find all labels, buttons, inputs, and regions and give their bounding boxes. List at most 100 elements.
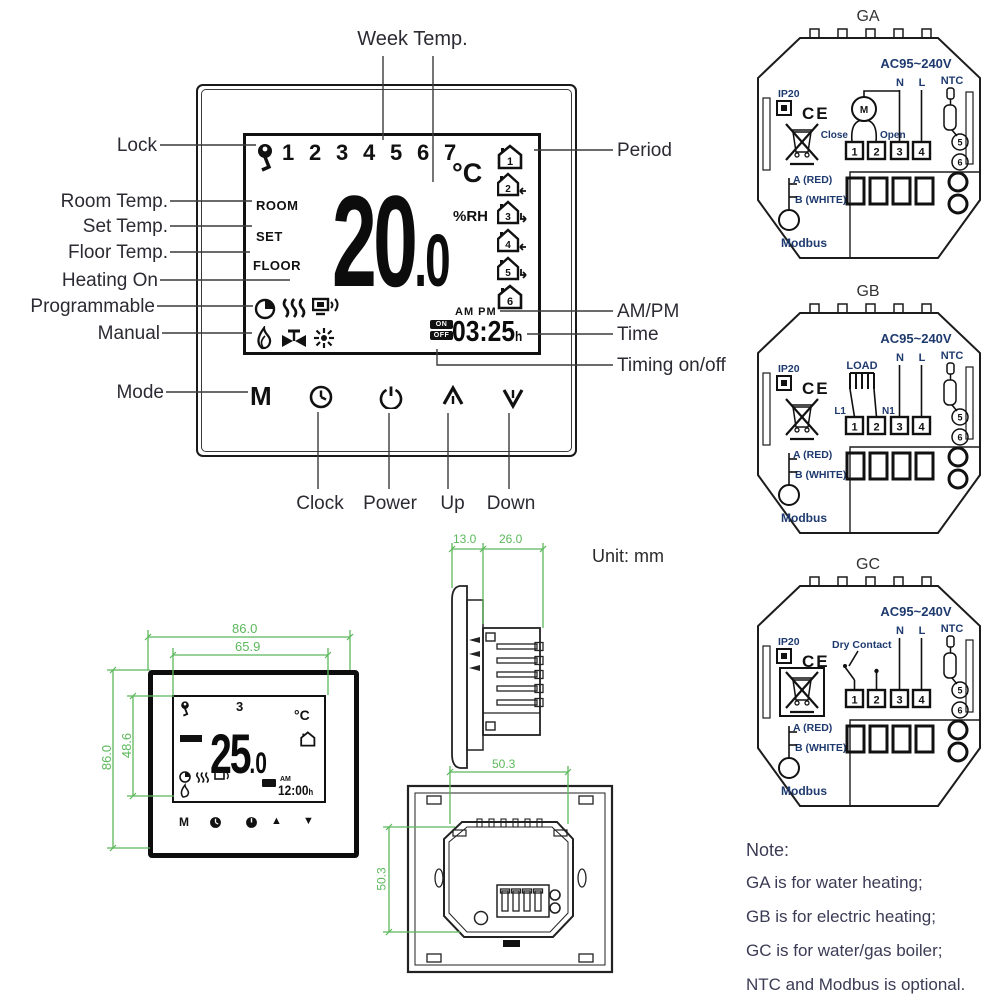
- dim-front-height: 86.0: [99, 744, 115, 771]
- small-time: 12:00h: [278, 782, 314, 798]
- day-4: 4: [363, 140, 376, 165]
- floor-indicator: FLOOR: [253, 258, 301, 273]
- gc-b-white: B (WHITE): [795, 742, 846, 754]
- back-view-drawing: [406, 784, 614, 974]
- gb-a-red: A (RED): [793, 449, 832, 461]
- svg-text:4: 4: [918, 422, 925, 434]
- ga-ip20: IP20: [778, 88, 800, 100]
- day-3: 3: [336, 140, 349, 165]
- label-mode: Mode: [116, 382, 164, 403]
- svg-text:L: L: [919, 625, 926, 637]
- gc-modbus-label: Modbus: [781, 784, 827, 798]
- svg-text:5: 5: [957, 686, 962, 696]
- small-temperature-readout: 25.0: [210, 721, 267, 785]
- gb-voltage: AC95~240V: [880, 331, 952, 346]
- small-day: 3: [236, 699, 244, 714]
- svg-text:N: N: [896, 625, 904, 637]
- svg-text:5: 5: [957, 413, 962, 423]
- svg-text:4: 4: [918, 695, 925, 707]
- down-button: [502, 389, 524, 409]
- valve-icon: [282, 329, 306, 347]
- up-button: [442, 385, 464, 405]
- temperature-integer: 20: [332, 167, 418, 314]
- day-7: 7: [444, 140, 457, 165]
- small-status-icons: [179, 771, 229, 798]
- time-readout: 03:25h: [452, 316, 523, 348]
- clock-button: [309, 385, 333, 409]
- on-indicator: ON: [430, 320, 453, 329]
- label-manual: Manual: [97, 323, 160, 344]
- svg-text:N: N: [896, 352, 904, 364]
- svg-text:1: 1: [507, 156, 513, 168]
- small-up-button: ▲: [271, 815, 282, 827]
- wiring-diagram-gb: GB AC95~240V N L NTC LOAD L1: [757, 283, 981, 534]
- note-line-gb: GB is for electric heating;: [746, 907, 936, 926]
- programmable-clock-icon: [254, 298, 276, 320]
- gc-weee-icon: [779, 667, 825, 717]
- gb-modbus-label: Modbus: [781, 511, 827, 525]
- svg-text:3: 3: [896, 422, 902, 434]
- ga-modbus-label: Modbus: [781, 236, 827, 250]
- gb-ip20: IP20: [778, 363, 800, 375]
- gc-dry-contact-label: Dry Contact: [832, 639, 892, 651]
- ga-weee-icon: [785, 123, 819, 166]
- gb-n1-label: N1: [882, 406, 895, 417]
- svg-text:6: 6: [957, 433, 962, 443]
- label-clock: Clock: [296, 493, 344, 514]
- label-down: Down: [486, 493, 536, 514]
- ga-terminal-cover: [845, 171, 969, 215]
- svg-text:L: L: [919, 352, 926, 364]
- label-heating-on: Heating On: [61, 270, 158, 291]
- set-indicator: SET: [256, 229, 283, 244]
- period-1-house-icon: 1: [497, 144, 523, 170]
- temperature-readout: 20.0: [332, 167, 451, 314]
- gb-l1-label: L1: [834, 406, 846, 417]
- label-week-temp: Week Temp.: [357, 28, 468, 50]
- small-am: AM: [280, 776, 291, 783]
- label-am-pm: AM/PM: [617, 301, 680, 322]
- off-indicator: OFF: [430, 331, 453, 340]
- label-power: Power: [363, 493, 417, 514]
- ga-open-label: Open: [880, 130, 906, 141]
- gc-voltage: AC95~240V: [880, 604, 952, 619]
- timing-on-off-indicator: ON OFF: [430, 320, 453, 342]
- device-frame: [201, 89, 572, 452]
- gc-modbus-port: [778, 757, 800, 779]
- period-3-house-icon: 3: [497, 200, 527, 225]
- ga-title: GA: [856, 8, 879, 25]
- ga-a-red: A (RED): [793, 174, 832, 186]
- svg-text:1: 1: [851, 695, 857, 707]
- gb-b-white: B (WHITE): [795, 469, 846, 481]
- period-6-house-icon: 6: [497, 284, 523, 310]
- period-4-house-icon: 4: [497, 228, 526, 253]
- gc-title: GC: [856, 556, 880, 573]
- svg-text:5: 5: [505, 268, 511, 279]
- small-house-icon: [300, 731, 316, 747]
- day-1: 1: [282, 140, 295, 165]
- gc-dry-contact-switch: [844, 650, 878, 690]
- note-line-ntc: NTC and Modbus is optional.: [746, 975, 966, 994]
- gb-ce-mark: CE: [802, 379, 830, 398]
- dim-back-height: 50.3: [374, 867, 389, 891]
- label-time: Time: [617, 324, 659, 345]
- room-indicator: ROOM: [256, 198, 299, 213]
- celsius-unit: °C: [452, 158, 483, 188]
- note-line-ga: GA is for water heating;: [746, 873, 923, 892]
- gc-a-red: A (RED): [793, 722, 832, 734]
- ga-ntc-probe: [943, 87, 958, 137]
- svg-text:3: 3: [505, 212, 511, 223]
- power-button: [379, 386, 403, 409]
- svg-text:6: 6: [957, 158, 962, 168]
- day-5: 5: [390, 140, 403, 165]
- gb-heater-coil: [849, 372, 875, 389]
- dim-back-width: 50.3: [492, 757, 516, 771]
- note-line-gc: GC is for water/gas boiler;: [746, 941, 943, 960]
- svg-text:NTC: NTC: [941, 623, 964, 635]
- small-lock-icon: [181, 701, 189, 717]
- label-room-temp: Room Temp.: [60, 191, 168, 212]
- gb-ntc-probe: [943, 362, 958, 412]
- gc-ntc-probe: [943, 635, 958, 685]
- label-lock: Lock: [116, 135, 157, 156]
- lcd-display: 1 2 3 4 5 6 7 ROOM SET FLOOR 20.0 °C %RH: [243, 133, 541, 355]
- small-clock-button: [210, 817, 221, 828]
